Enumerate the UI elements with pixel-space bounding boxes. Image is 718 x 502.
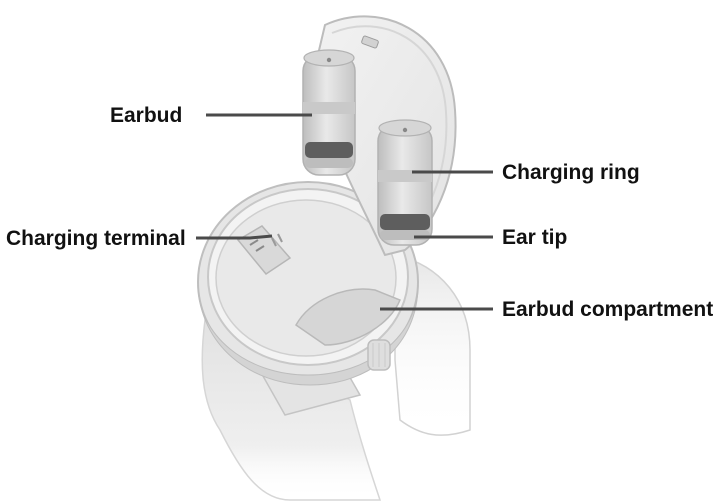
- charging-ring-label: Charging ring: [502, 161, 640, 184]
- ear-tip-label: Ear tip: [502, 226, 567, 249]
- earbud-right: [378, 120, 432, 245]
- earbud-left: [303, 50, 355, 175]
- crown-button: [368, 340, 390, 370]
- charging-terminal-label: Charging terminal: [6, 227, 186, 250]
- earbud-compartment-label: Earbud compartment: [502, 298, 713, 321]
- earbud-label: Earbud: [110, 104, 182, 127]
